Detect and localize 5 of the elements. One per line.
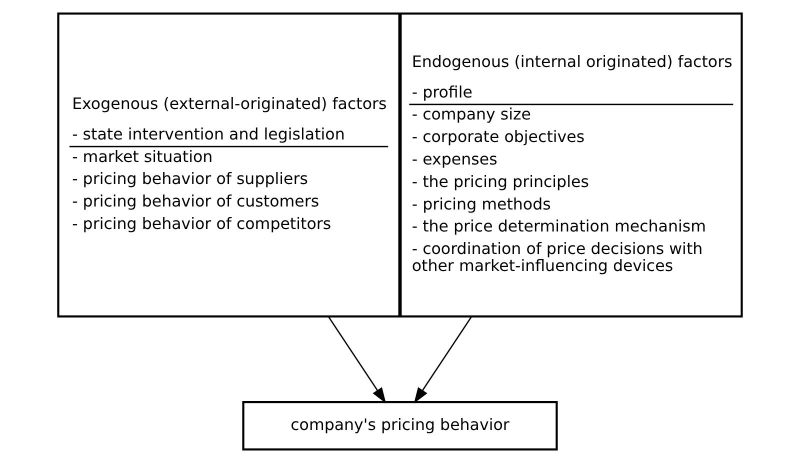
node-box: company's pricing behavior xyxy=(242,400,558,450)
node-box: Exogenous (external-originated) factors - state intervention and legislation - market situation - pricing behavior of suppliers - pricing behavior of customers - pricing behavior of competitors xyxy=(57,12,400,318)
arrow xyxy=(328,316,386,404)
arrow xyxy=(414,316,472,404)
node-box: Endogenous (internal originated) factors - profile - company size - corporate objectives - expenses - the pricing principles - pricing methods - the price determination mechanism - coordination of price decisions with other market-influencing devices xyxy=(400,12,743,318)
